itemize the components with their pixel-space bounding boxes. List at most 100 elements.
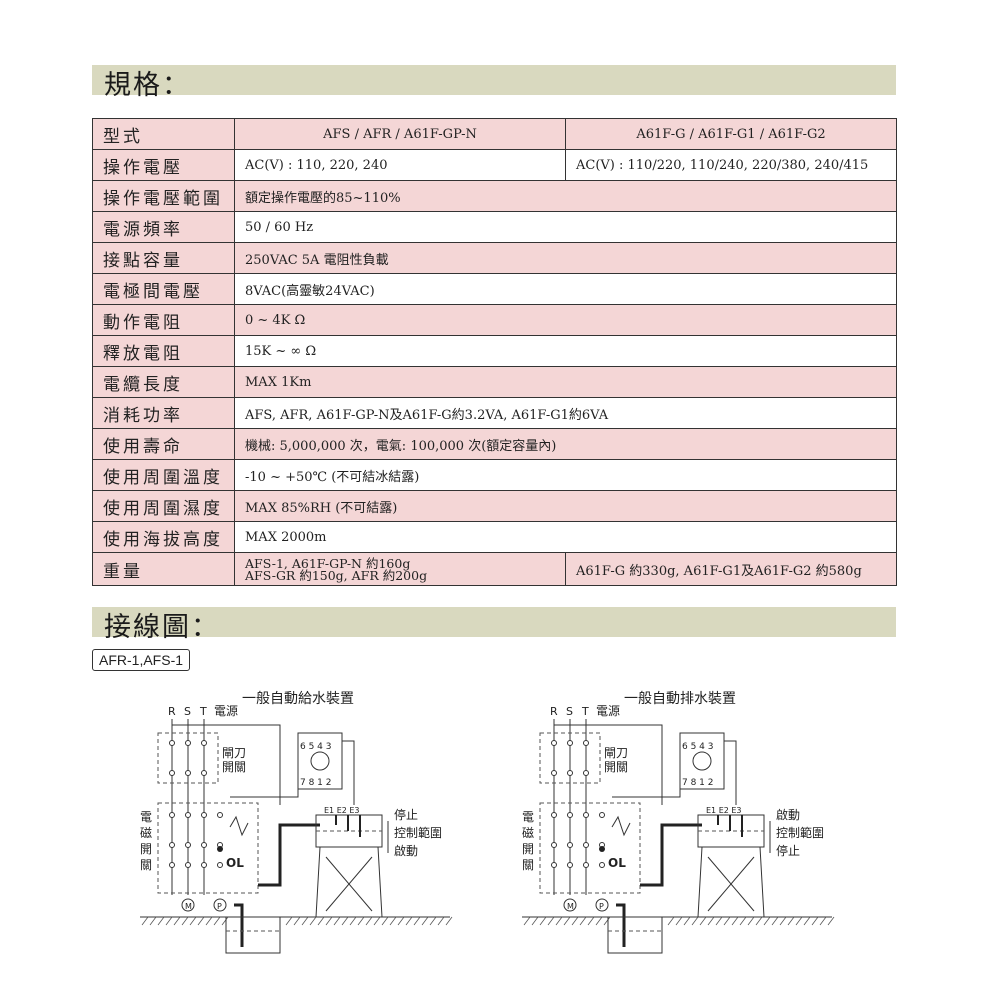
contact-dot [217, 862, 223, 868]
knife-label: 閘刀 [604, 746, 628, 760]
contactor-label: 電 [140, 810, 152, 824]
power-label: 電源 [214, 704, 238, 718]
ground-hatch [523, 916, 531, 926]
ground-hatch [373, 916, 381, 926]
spec-value: AC(V) : 110/220, 110/240, 220/380, 240/4… [565, 149, 897, 181]
ground-hatch [181, 916, 189, 926]
ground-hatch [723, 916, 731, 926]
ground-hatch [205, 916, 213, 926]
ground-hatch [389, 916, 397, 926]
ground-hatch [197, 916, 205, 926]
ground-hatch [755, 916, 763, 926]
overload-symbol [229, 815, 249, 837]
ground-hatch [563, 916, 571, 926]
wiring-section-title: 接線圖： [104, 612, 220, 643]
contact-dot [551, 842, 557, 848]
level-label: 控制範圍 [394, 825, 442, 840]
ground-hatch [165, 916, 173, 926]
spec-label: 重量 [92, 552, 235, 586]
spec-label: 動作電阻 [92, 304, 235, 336]
phase-label: T [581, 705, 589, 718]
level-label: 啟動 [776, 807, 800, 822]
ground-hatch [221, 916, 229, 926]
spec-value-weight-right: A61F-G 約330g, A61F-G1及A61F-G2 約580g [565, 552, 897, 586]
spec-label: 使用周圍濕度 [92, 490, 235, 522]
phase-label: R [550, 705, 558, 718]
contact-dot [551, 812, 557, 818]
contact-dot [583, 770, 589, 776]
knife-label: 開關 [222, 760, 246, 774]
terminal-label-bottom: 7 8 1 2 [682, 778, 714, 788]
motor-label: M [567, 902, 574, 911]
terminal-label-top: 6 5 4 3 [682, 742, 714, 752]
ground-hatch [827, 916, 835, 926]
contact-dot [185, 740, 191, 746]
contactor-label: 關 [140, 858, 152, 872]
motor-label: M [185, 902, 192, 911]
pump-icon [595, 898, 609, 912]
spec-value: AFS / AFR / A61F-GP-N [234, 118, 566, 150]
relay-box [679, 732, 725, 790]
ground-hatch [819, 916, 827, 926]
knife-switch-box [157, 732, 219, 784]
ground-hatch [141, 916, 149, 926]
overload-symbol [611, 815, 631, 837]
ground-hatch [531, 916, 539, 926]
contactor-box [157, 802, 259, 894]
ground-hatch [173, 916, 181, 926]
phase-label: S [566, 705, 573, 718]
ground-hatch [667, 916, 675, 926]
ground-hatch [381, 916, 389, 926]
ground-hatch [555, 916, 563, 926]
ground-hatch [747, 916, 755, 926]
contact-dot [599, 812, 605, 818]
ground-hatch [675, 916, 683, 926]
spec-label: 使用壽命 [92, 428, 235, 460]
ground-hatch [333, 916, 341, 926]
diagram-title: 一般自動給水裝置 [242, 691, 354, 707]
terminal-label-bottom: 7 8 1 2 [300, 778, 332, 788]
spec-label: 操作電壓 [92, 149, 235, 181]
spec-value: AFS, AFR, A61F-GP-N及A61F-G約3.2VA, A61F-G… [234, 397, 897, 429]
tower-brace [707, 856, 755, 912]
ground-hatch [595, 916, 603, 926]
ground-hatch [779, 916, 787, 926]
contactor-label: 開 [522, 842, 534, 856]
spec-value: MAX 85%RH (不可結露) [234, 490, 897, 522]
contact-dot [567, 862, 573, 868]
spec-label: 電纜長度 [92, 366, 235, 398]
ground-hatch [739, 916, 747, 926]
ol-label: OL [608, 856, 626, 870]
contact-dot [169, 812, 175, 818]
contactor-label: 電 [522, 810, 534, 824]
relay-dial-icon [692, 751, 712, 771]
wire [724, 740, 737, 805]
ground-hatch [309, 916, 317, 926]
pump-icon [213, 898, 227, 912]
level-label: 停止 [776, 843, 800, 858]
pipe [640, 823, 702, 887]
contact-dot [583, 862, 589, 868]
ground-hatch [413, 916, 421, 926]
ground-hatch [539, 916, 547, 926]
contact-dot [567, 770, 573, 776]
ground-hatch [149, 916, 157, 926]
power-label: 電源 [596, 704, 620, 718]
ground-hatch [445, 916, 453, 926]
contactor-box [539, 802, 641, 894]
weight-line: AFS-GR 約150g, AFR 約200g [245, 568, 428, 583]
ground-hatch [189, 916, 197, 926]
ground-hatch [691, 916, 699, 926]
ground-hatch [365, 916, 373, 926]
spec-label: 電極間電壓 [92, 273, 235, 305]
ground-hatch [357, 916, 365, 926]
spec-label: 使用周圍溫度 [92, 459, 235, 491]
